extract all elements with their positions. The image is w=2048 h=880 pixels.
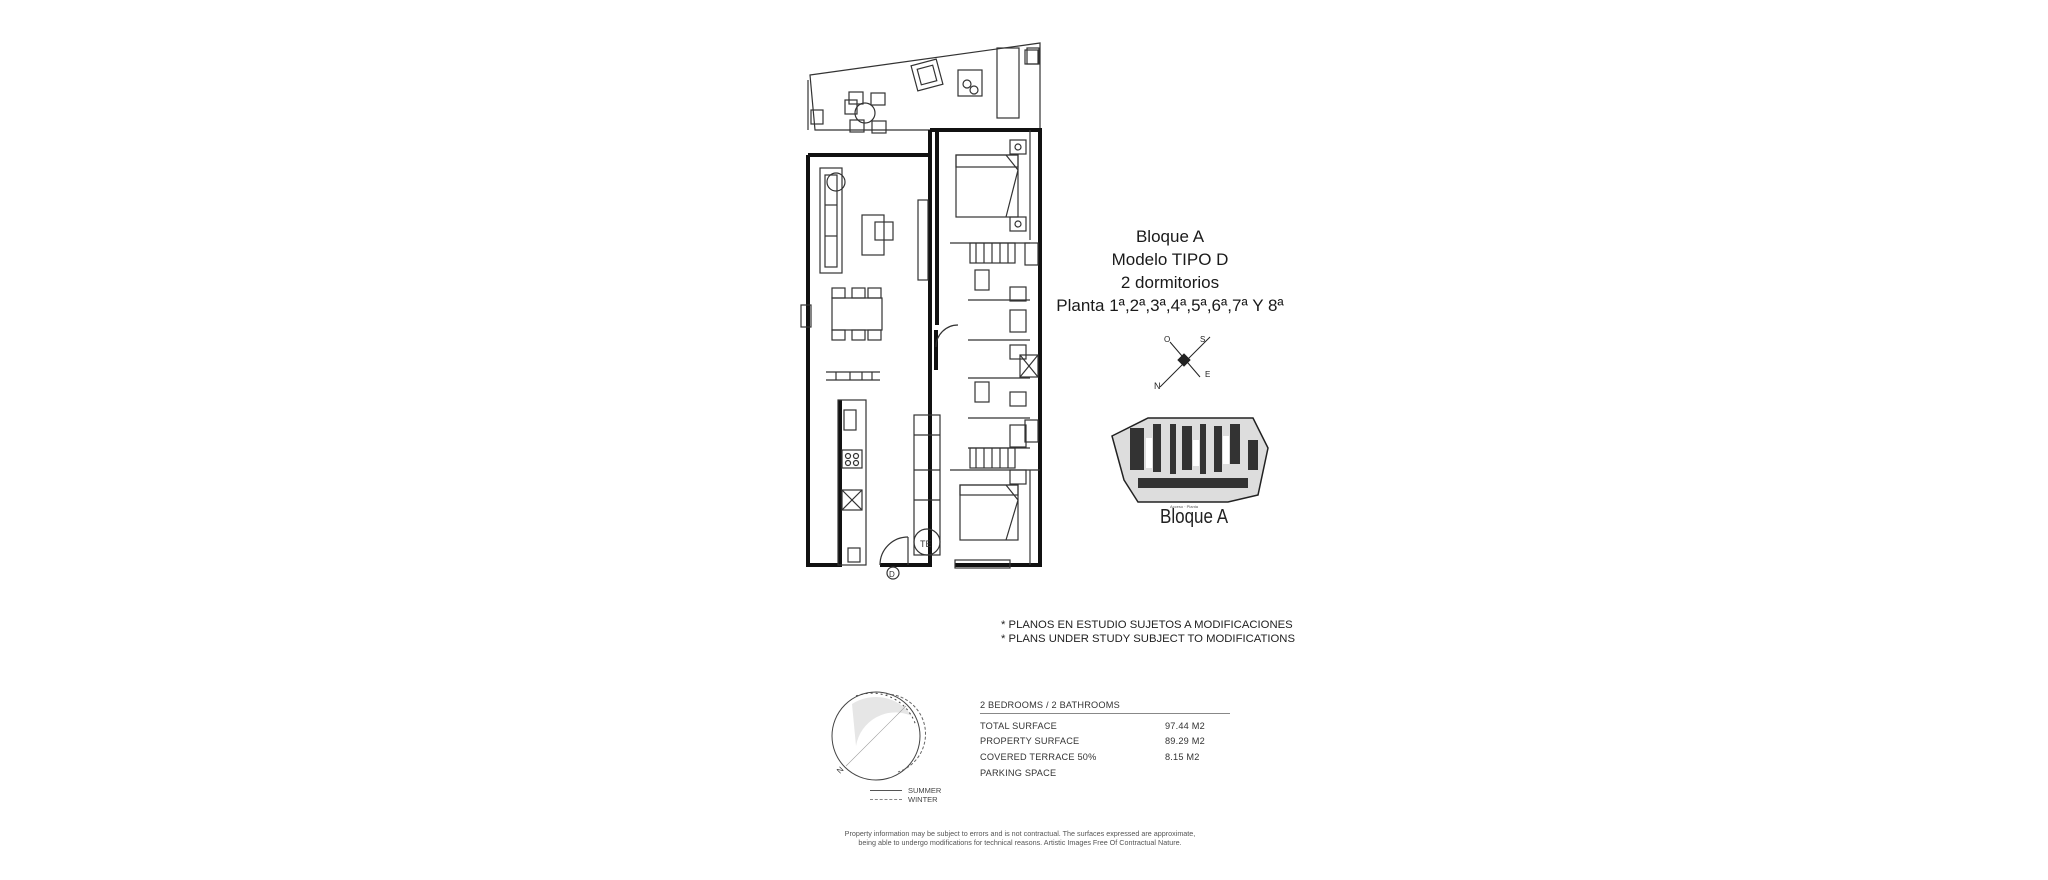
compass-s: S (1200, 335, 1205, 344)
bedroom-count: 2 dormitorios (1120, 273, 1220, 292)
svg-text:Acceso · Planta: Acceso · Planta (1170, 504, 1199, 509)
legal-disclaimer: Property information may be subject to e… (844, 829, 1196, 847)
floor-list: Planta 1ª,2ª,3ª,4ª,5ª,6ª,7ª Y 8ª (1056, 296, 1284, 315)
title-block: Bloque A Modelo TIPO D 2 dormitorios Pla… (1020, 225, 1320, 317)
svg-text:N: N (835, 765, 846, 776)
note-es: * PLANOS EN ESTUDIO SUJETOS A MODIFICACI… (1001, 619, 1293, 631)
sun-legend: SUMMER WINTER (870, 786, 941, 804)
exterior-wall (806, 130, 932, 567)
compass-o: O (1164, 335, 1170, 344)
surface-table-header: 2 BEDROOMS / 2 BATHROOMS (980, 700, 1230, 714)
legend-summer: SUMMER (870, 786, 941, 795)
legend-winter: WINTER (870, 795, 941, 804)
entrance-label: D (889, 570, 895, 579)
note-en: * PLANS UNDER STUDY SUBJECT TO MODIFICAT… (1001, 633, 1295, 645)
block-name: Bloque A (1135, 227, 1205, 246)
te-label: TE (920, 539, 932, 549)
terrace-outline (809, 42, 1041, 131)
key-plan-label: Bloque A (1160, 506, 1229, 528)
compass-rose: N O S E (1154, 335, 1211, 391)
surface-row: COVERED TERRACE 50%8.15 M2 (980, 751, 1200, 762)
model-name: Modelo TIPO D (1111, 250, 1229, 269)
surface-row: PARKING SPACE (980, 767, 1057, 778)
compass-e: E (1205, 370, 1210, 379)
compass-n: N (1154, 381, 1161, 391)
sun-path-diagram: N (831, 691, 926, 781)
plan-notes: * PLANOS EN ESTUDIO SUJETOS A MODIFICACI… (1001, 618, 1295, 646)
key-plan: Acceso · Planta (1111, 417, 1269, 509)
